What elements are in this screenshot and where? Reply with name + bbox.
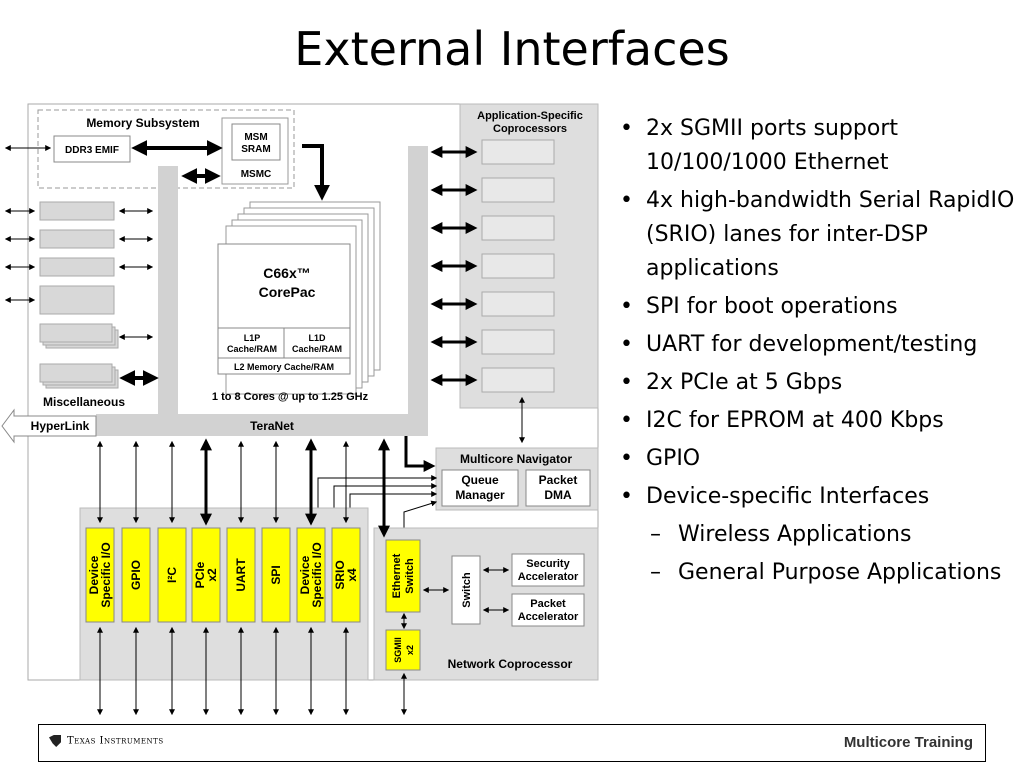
ethernet-switch-label-2: Switch [404, 558, 416, 594]
queue-manager-label-1: Queue [461, 473, 499, 487]
corepac-title-1: C66x™ [263, 265, 310, 281]
ti-logo: Texas Instruments [49, 735, 164, 747]
footer-title: Multicore Training [843, 734, 973, 751]
l1d-label: L1D [308, 333, 326, 343]
slide-title: External Interfaces [294, 22, 730, 76]
sgmii-label-2: x2 [405, 645, 415, 655]
hyperlink-arrow [1, 408, 97, 444]
peripheral-label: x2 [205, 568, 219, 582]
ti-logo-text: Texas Instruments [67, 735, 164, 747]
peripheral-label: SPI [269, 565, 283, 584]
ddr3-emif-label: DDR3 EMIF [65, 145, 119, 156]
bullet-item: SPI for boot operations [618, 290, 1018, 324]
peripheral-block [85, 527, 115, 623]
peripheral-label: I²C [165, 567, 179, 583]
corepac-title-2: CorePac [259, 284, 316, 300]
ethernet-switch-label-1: Ethernet [391, 553, 403, 598]
peripheral-label: PCIe [193, 561, 207, 588]
security-accelerator-label-2: Accelerator [518, 571, 579, 583]
sram-label: SRAM [241, 144, 270, 155]
bullet-item: 2x PCIe at 5 Gbps [618, 366, 1018, 400]
queue-manager-block [441, 469, 519, 507]
bullet-list: 2x SGMII ports support 10/100/1000 Ether… [618, 112, 1018, 594]
peripheral-block [226, 527, 256, 623]
misc-blocks [39, 201, 119, 389]
l1p-cache-label: Cache/RAM [227, 344, 277, 354]
bullet-item: GPIO [618, 442, 1018, 476]
packet-dma-block [525, 469, 591, 507]
packet-accelerator-label-1: Packet [530, 598, 566, 610]
peripheral-block [157, 527, 187, 623]
security-accelerator-label-1: Security [526, 558, 570, 570]
packet-accelerator-label-2: Accelerator [518, 611, 579, 623]
peripheral-label: GPIO [129, 560, 143, 590]
security-accelerator-block [511, 553, 585, 587]
peripheral-label: UART [234, 558, 248, 592]
multicore-navigator-label: Multicore Navigator [460, 452, 572, 466]
peripheral-label: x4 [345, 568, 359, 582]
cores-label: 1 to 8 Cores @ up to 1.25 GHz [212, 391, 369, 403]
coprocessor-slots [481, 139, 555, 393]
l2-label: L2 Memory Cache/RAM [234, 362, 334, 372]
hyperlink-label: HyperLink [31, 419, 90, 433]
peripheral-label: Specific I/O [310, 542, 324, 607]
bullet-item: 4x high-bandwidth Serial RapidIO (SRIO) … [618, 184, 1018, 286]
peripheral-block [121, 527, 151, 623]
network-coprocessor-label: Network Coprocessor [448, 657, 573, 671]
msmc-label: MSMC [241, 169, 272, 180]
coprocessors-label-2: Coprocessors [493, 123, 567, 135]
bullet-item: 2x SGMII ports support 10/100/1000 Ether… [618, 112, 1018, 180]
peripheral-label: Device [87, 555, 101, 594]
footer-bar: Texas Instruments Multicore Training [38, 724, 986, 762]
switch-block [451, 555, 481, 625]
peripheral-block [296, 527, 326, 623]
peripheral-label: Device [298, 555, 312, 594]
sub-bullet-item: Wireless Applications [618, 518, 1018, 552]
ddr3-emif-block [53, 135, 131, 163]
queue-manager-label-2: Manager [455, 488, 505, 502]
ethernet-switch-block [385, 539, 421, 613]
l1p-label: L1P [244, 333, 261, 343]
packet-dma-label-2: DMA [544, 488, 572, 502]
sub-bullet-item: General Purpose Applications [618, 556, 1018, 590]
peripheral-label: SRIO [333, 560, 347, 589]
miscellaneous-label: Miscellaneous [43, 395, 125, 409]
peripheral-block [331, 527, 361, 623]
teranet-label: TeraNet [250, 419, 294, 433]
memory-subsystem-label: Memory Subsystem [86, 116, 199, 130]
packet-accelerator-block [511, 593, 585, 627]
msm-label: MSM [244, 132, 267, 143]
msm-sram-block [231, 123, 281, 161]
sgmii-block [385, 629, 421, 671]
packet-dma-label-1: Packet [539, 473, 578, 487]
bullet-item: UART for development/testing [618, 328, 1018, 362]
peripheral-label: Specific I/O [99, 542, 113, 607]
switch-label: Switch [461, 572, 473, 608]
peripheral-block [191, 527, 221, 623]
ti-logo-icon [49, 735, 61, 747]
l1d-cache-label: Cache/RAM [292, 344, 342, 354]
teranet-bus [96, 146, 428, 436]
coprocessors-label-1: Application-Specific [477, 110, 583, 122]
peripheral-block [261, 527, 291, 623]
sgmii-label-1: SGMII [393, 637, 403, 663]
bullet-item: I2C for EPROM at 400 Kbps [618, 404, 1018, 438]
block-diagram: Memory Subsystem DDR3 EMIF MSM SRAM MSMC… [1, 103, 599, 716]
bullet-item: Device-specific Interfaces [618, 480, 1018, 514]
